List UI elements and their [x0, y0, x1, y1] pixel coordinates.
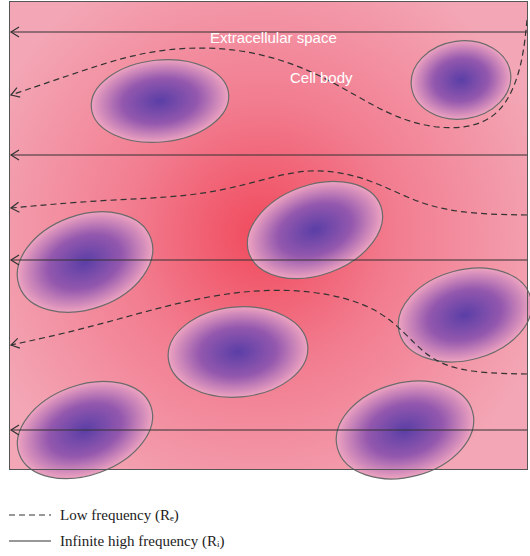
cells [3, 34, 530, 496]
low-frequency-path [11, 171, 527, 215]
tissue-region: Cell body Extracellular space [9, 1, 528, 470]
legend-line-sample [9, 514, 51, 515]
cell [234, 164, 396, 296]
high-frequency-path [11, 429, 527, 430]
region-label: Cell body [290, 69, 353, 87]
legend-line-sample [8, 536, 52, 546]
cell [3, 194, 167, 330]
region-label: Extracellular space [210, 29, 337, 47]
legend: Low frequency (Rₑ) Infinite high frequenc… [8, 502, 224, 554]
legend-entry: Low frequency (Rₑ) [8, 502, 224, 528]
low-frequency-path [11, 290, 527, 374]
cell-body: Cell body [90, 59, 230, 143]
cell-outline [90, 59, 230, 143]
legend-line-sample [8, 510, 52, 520]
cell [388, 254, 530, 376]
cell [406, 34, 516, 125]
legend-line-sample [9, 540, 51, 541]
cell-outline [87, 53, 233, 149]
low-frequency-path [11, 20, 527, 128]
cell [164, 301, 311, 403]
high-frequency-path [11, 259, 527, 260]
high-frequency-path [11, 154, 527, 155]
current-paths [11, 20, 527, 430]
legend-entry: Infinite high frequency (Rᵢ) [8, 528, 224, 554]
legend-text: Low frequency (Rₑ) [60, 507, 179, 524]
legend-text: Infinite high frequency (Rᵢ) [60, 533, 224, 550]
